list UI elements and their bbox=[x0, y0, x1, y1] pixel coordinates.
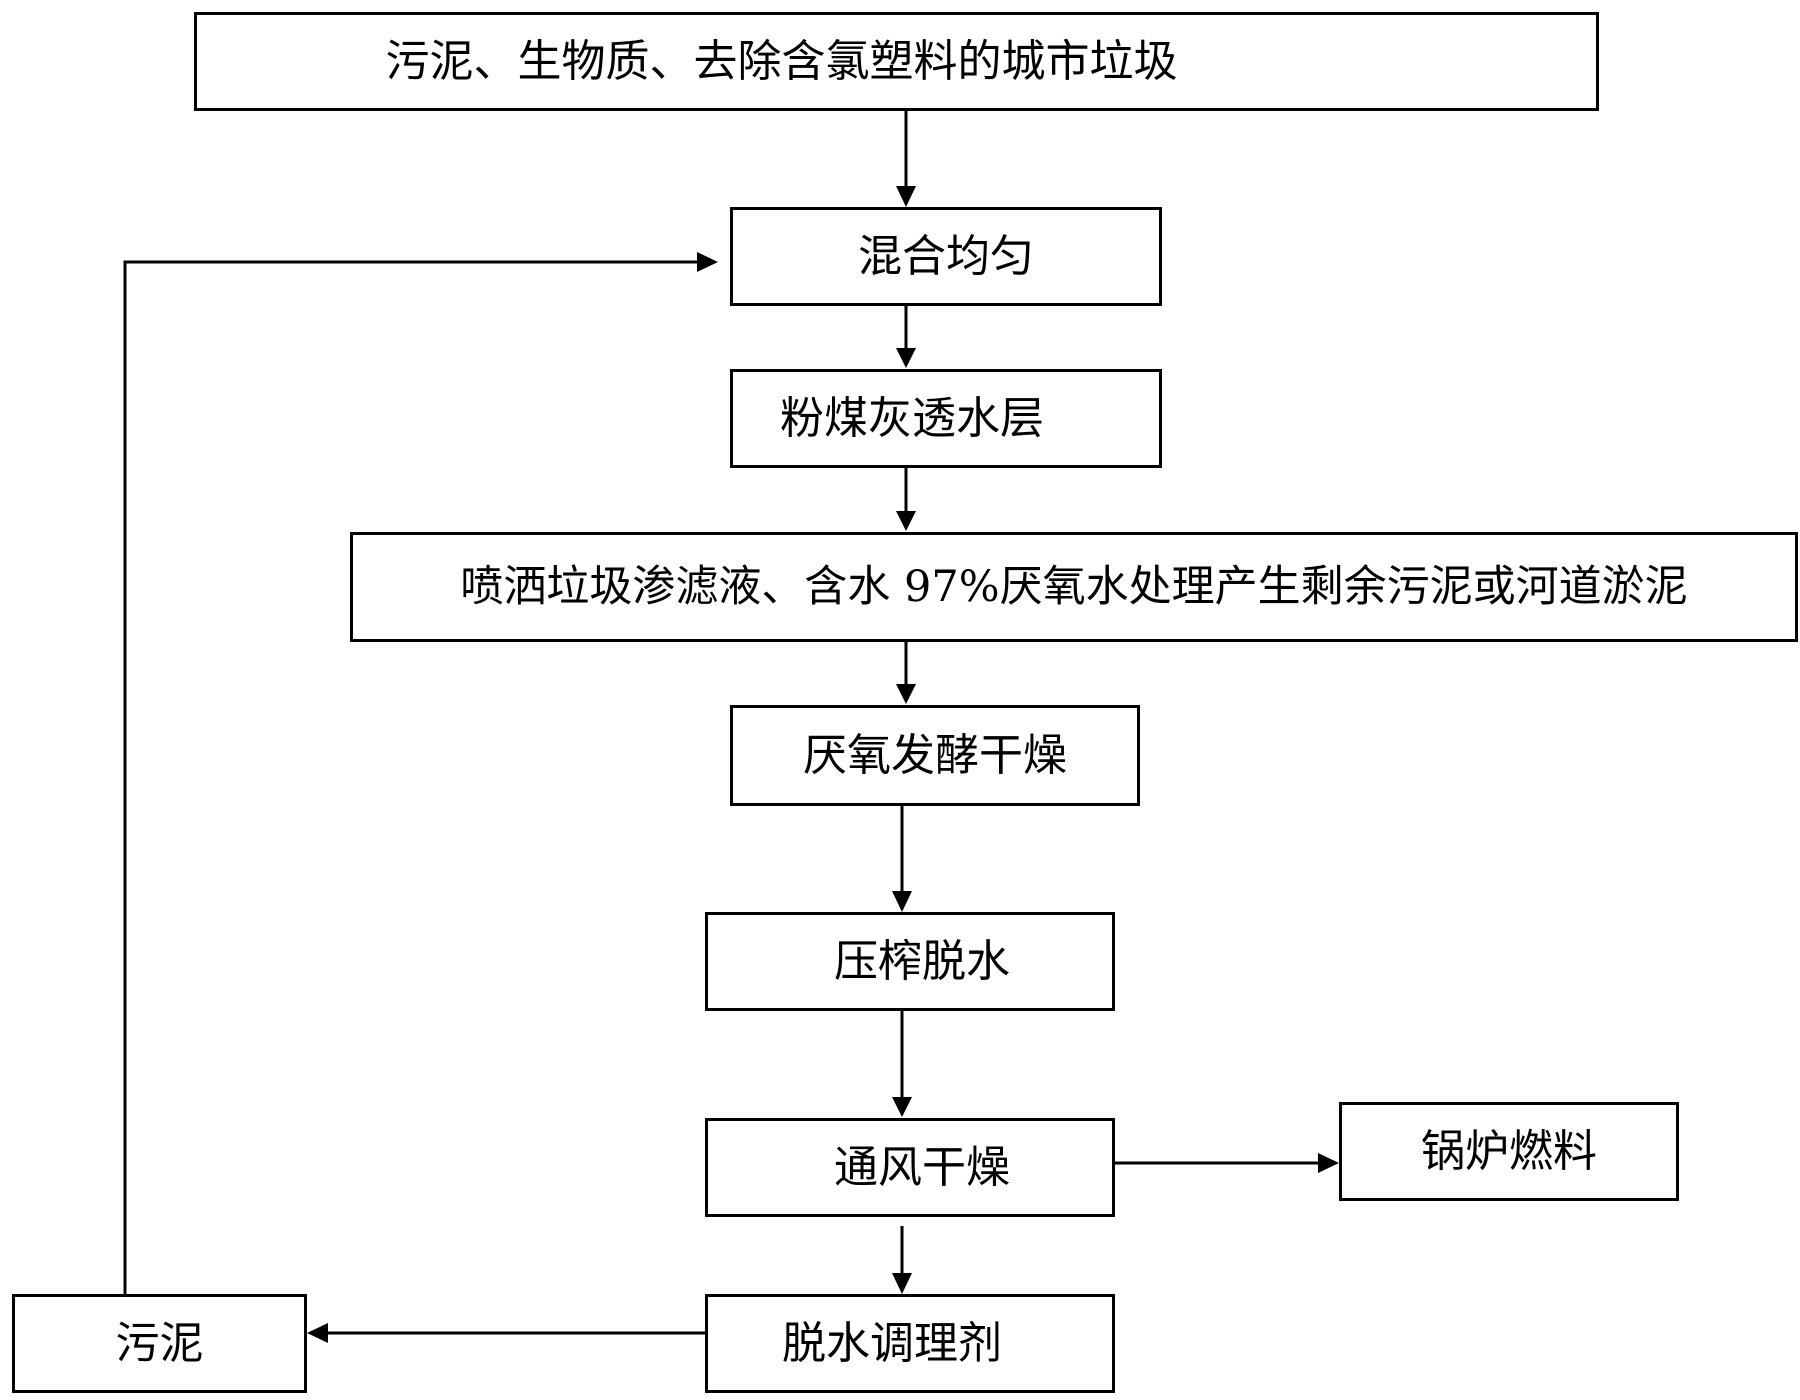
node-mix-label: 混合均匀 bbox=[858, 230, 1034, 282]
arrow-ventilate-to-boiler-fuel bbox=[1113, 1153, 1339, 1173]
node-spray: 喷洒垃圾渗滤液、含水 97%厌氧水处理产生剩余污泥或河道淤泥 bbox=[350, 532, 1798, 642]
node-sludge-label: 污泥 bbox=[115, 1317, 204, 1369]
node-sludge: 污泥 bbox=[12, 1294, 307, 1393]
node-flyash-layer: 粉煤灰透水层 bbox=[730, 369, 1162, 468]
arrow-mix-to-flyash-layer bbox=[896, 305, 916, 368]
arrow-press-to-ventilate bbox=[892, 1010, 912, 1117]
node-ventilate: 通风干燥 bbox=[705, 1118, 1115, 1217]
arrow-spray-to-anaerobic bbox=[896, 641, 916, 704]
arrow-anaerobic-to-press bbox=[892, 805, 912, 912]
arrow-sludge-recycle-to-mix bbox=[123, 252, 718, 1294]
arrow-flyash-layer-to-spray bbox=[896, 468, 916, 531]
node-conditioner-label: 脱水调理剂 bbox=[782, 1317, 1002, 1369]
node-anaerobic: 厌氧发酵干燥 bbox=[730, 705, 1140, 806]
node-flyash-layer-label: 粉煤灰透水层 bbox=[780, 392, 1044, 444]
node-inputs-label: 污泥、生物质、去除含氯塑料的城市垃圾 bbox=[385, 35, 1178, 87]
node-boiler-fuel-label: 锅炉燃料 bbox=[1421, 1125, 1597, 1177]
node-press: 压榨脱水 bbox=[705, 912, 1115, 1011]
arrow-conditioner-to-sludge bbox=[307, 1323, 705, 1343]
node-press-label: 压榨脱水 bbox=[834, 935, 1010, 987]
node-inputs: 污泥、生物质、去除含氯塑料的城市垃圾 bbox=[194, 12, 1599, 111]
arrow-ventilate-to-conditioner bbox=[892, 1226, 912, 1294]
node-ventilate-label: 通风干燥 bbox=[834, 1141, 1010, 1193]
node-conditioner: 脱水调理剂 bbox=[705, 1294, 1115, 1393]
node-boiler-fuel: 锅炉燃料 bbox=[1339, 1102, 1679, 1201]
node-mix: 混合均匀 bbox=[730, 207, 1162, 306]
node-spray-label: 喷洒垃圾渗滤液、含水 97%厌氧水处理产生剩余污泥或河道淤泥 bbox=[460, 561, 1688, 612]
node-anaerobic-label: 厌氧发酵干燥 bbox=[803, 729, 1067, 781]
arrow-inputs-to-mix bbox=[896, 110, 916, 207]
